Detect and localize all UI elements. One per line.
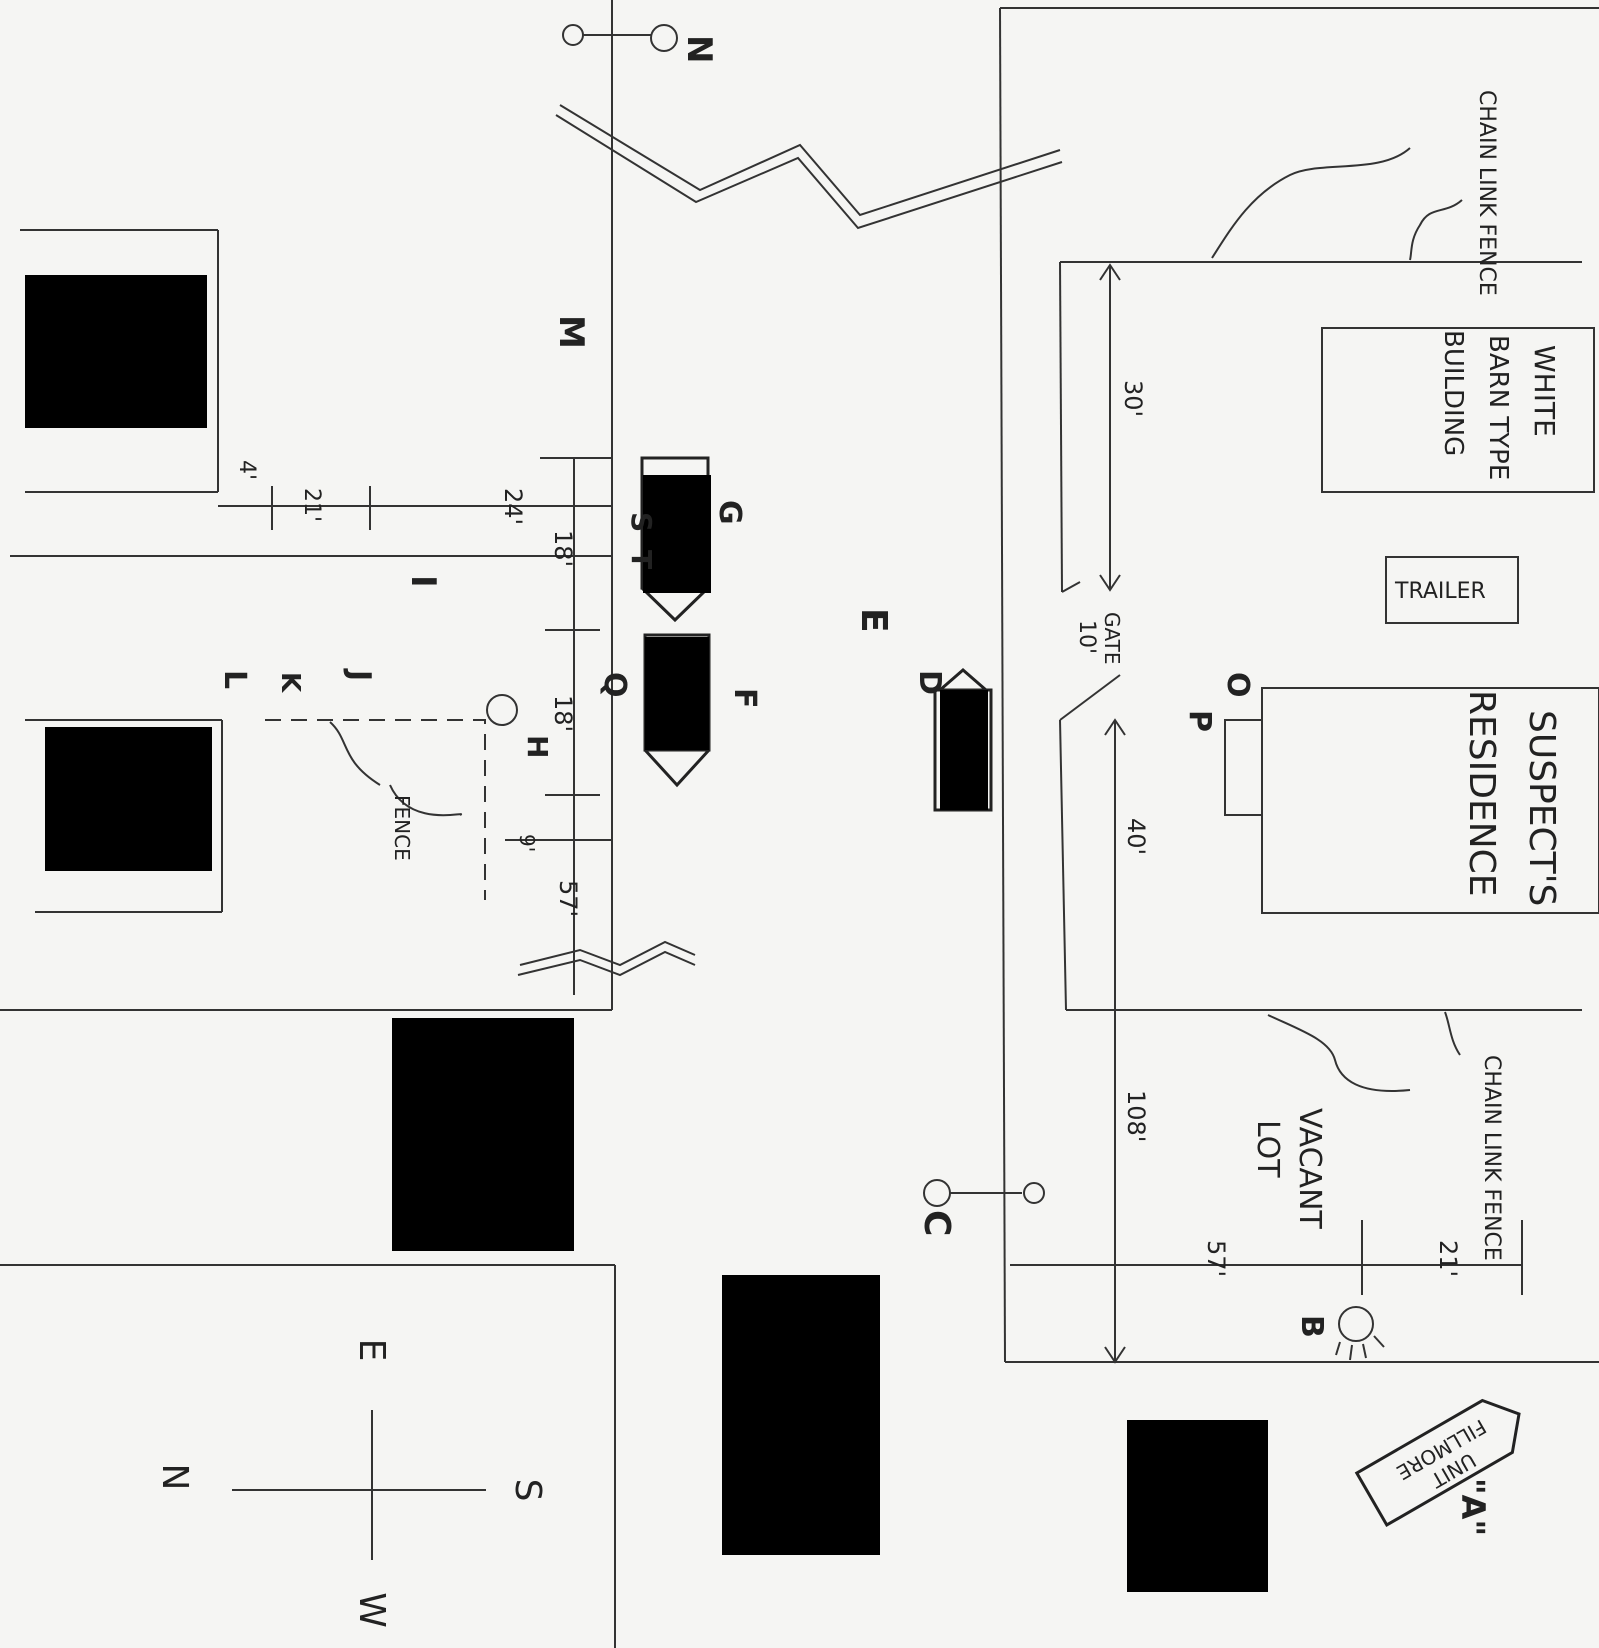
chain-link-label-top: CHAIN LINK FENCE bbox=[1474, 90, 1499, 296]
compass: N S E W bbox=[154, 1339, 548, 1628]
barn-label-1: WHITE bbox=[1528, 345, 1561, 437]
marker-a: "A" bbox=[1454, 1478, 1492, 1536]
compass-west-label: W bbox=[351, 1592, 392, 1628]
vacant-lot-label-2: LOT bbox=[1250, 1120, 1285, 1178]
west-fence bbox=[265, 719, 486, 900]
fillmore-unit-sign: FILLMORE UNIT bbox=[1354, 1398, 1521, 1528]
break-line-top bbox=[559, 104, 1061, 217]
marker-n: N bbox=[679, 35, 719, 63]
trailer bbox=[1385, 556, 1519, 624]
marker-i: I bbox=[403, 575, 443, 588]
light-pole-n bbox=[562, 24, 678, 52]
dim-24: 24' bbox=[499, 488, 527, 525]
trailer-label: TRAILER bbox=[1394, 579, 1486, 604]
marker-m: M bbox=[551, 315, 591, 349]
markers: N M G S T E Q F D H I J K L O P C B "A" bbox=[217, 35, 1492, 1536]
marker-d: D bbox=[912, 670, 947, 695]
residence-label-1: SUSPECT'S bbox=[1521, 710, 1562, 906]
dim-21-east: 21' bbox=[1434, 1240, 1462, 1277]
redactions bbox=[25, 275, 1268, 1592]
marker-k: K bbox=[275, 672, 305, 693]
barn-label-2: BARN TYPE bbox=[1483, 335, 1513, 480]
marker-p: P bbox=[1182, 710, 1217, 732]
light-pole-b bbox=[1335, 1306, 1385, 1361]
dimension-lines bbox=[218, 263, 1523, 1364]
vacant-lot-label-1: VACANT bbox=[1292, 1108, 1327, 1230]
dim-40: 40' bbox=[1122, 818, 1150, 855]
compass-east-label: E bbox=[351, 1339, 392, 1362]
marker-l: L bbox=[217, 670, 252, 689]
marker-f: F bbox=[727, 688, 762, 709]
dim-10: 10' bbox=[1074, 620, 1099, 654]
dim-108: 108' bbox=[1122, 1090, 1150, 1142]
dimension-text: 30' 10' 40' 108' 57' 21' 4' 21' 24' 18' … bbox=[234, 380, 1462, 1277]
dim-4: 4' bbox=[234, 460, 259, 480]
dim-18-a: 18' bbox=[549, 530, 577, 567]
residence-label-2: RESIDENCE bbox=[1461, 690, 1502, 897]
light-pole-c bbox=[923, 1179, 1045, 1207]
chain-link-label-bottom: CHAIN LINK FENCE bbox=[1479, 1055, 1504, 1261]
break-line-bottom bbox=[519, 940, 696, 967]
dim-57-west: 57' bbox=[554, 880, 582, 917]
marker-b: B bbox=[1294, 1315, 1329, 1338]
dim-57-east: 57' bbox=[1202, 1240, 1230, 1277]
marker-t: T bbox=[625, 550, 658, 569]
marker-s: S bbox=[625, 512, 658, 532]
chain-link-fence-enclosure bbox=[1059, 261, 1582, 1011]
marker-j: J bbox=[342, 668, 377, 681]
marker-e: E bbox=[853, 608, 894, 633]
point-h-marker bbox=[486, 694, 518, 726]
dim-18-b: 18' bbox=[549, 695, 577, 732]
marker-g: G bbox=[712, 500, 747, 525]
marker-c: C bbox=[916, 1210, 957, 1236]
compass-north-label: N bbox=[154, 1464, 195, 1491]
dim-9: 9' bbox=[515, 834, 539, 852]
white-barn-building bbox=[1321, 327, 1595, 493]
marker-o: O bbox=[1220, 672, 1255, 698]
marker-q: Q bbox=[597, 672, 632, 698]
residence-porch bbox=[1224, 719, 1263, 816]
fence-label: FENCE bbox=[390, 795, 414, 861]
barn-label-3: BUILDING bbox=[1438, 330, 1468, 456]
leader-arrows bbox=[329, 147, 1463, 1092]
compass-south-label: S bbox=[507, 1479, 548, 1502]
dim-21-west: 21' bbox=[299, 488, 324, 522]
marker-h: H bbox=[521, 735, 554, 758]
dim-30: 30' bbox=[1119, 380, 1147, 417]
gate-label: GATE bbox=[1100, 612, 1124, 664]
labels: CHAIN LINK FENCE CHAIN LINK FENCE WHITE … bbox=[390, 90, 1562, 1261]
